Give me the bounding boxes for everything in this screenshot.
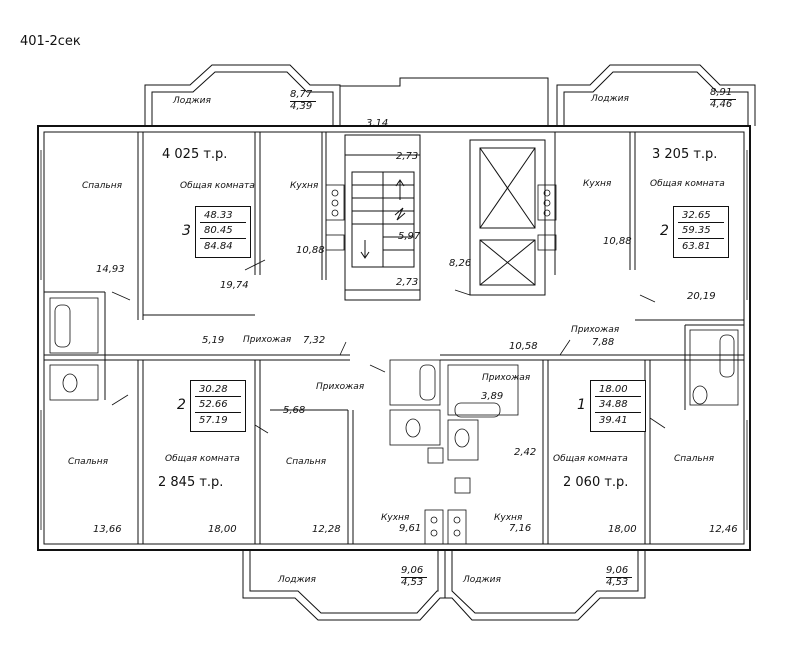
room-count: 2 xyxy=(660,223,669,239)
price-apt-bl: 2 845 т.р. xyxy=(158,475,224,490)
label-hall-center: Прихожая xyxy=(316,382,365,392)
label-bedroom-bl: Спальня xyxy=(68,457,109,467)
label-kitchen-br: Кухня xyxy=(494,513,523,523)
total-area: 59.35 xyxy=(682,225,711,236)
price-apt-br: 2 060 т.р. xyxy=(563,475,629,490)
price-apt-tr: 3 205 т.р. xyxy=(652,147,718,162)
loggia-reduced-area: 4,53 xyxy=(606,577,629,588)
area-3-14: 3,14 xyxy=(366,118,389,129)
interior-walls xyxy=(44,132,744,544)
area-5-97: 5,97 xyxy=(398,231,421,242)
apt-summary-tr: 2 32.65 59.35 63.81 xyxy=(660,206,729,258)
label-bedroom-bc: Спальня xyxy=(286,457,327,467)
outer-walls xyxy=(37,125,751,551)
area-2-73-bottom: 2,73 xyxy=(396,277,419,288)
area-bedroom-tl: 14,93 xyxy=(96,264,125,275)
top-loggia-right xyxy=(556,64,756,126)
room-count: 1 xyxy=(577,397,586,413)
section-title: 401-2сек xyxy=(20,34,81,49)
total-with-loggia: 57.19 xyxy=(199,415,228,426)
area-7-32: 7,32 xyxy=(303,335,326,346)
loggia-area: 9,06 xyxy=(401,565,424,576)
area-living-bl: 18,00 xyxy=(208,524,237,535)
label-loggia-tr: Лоджия xyxy=(591,94,629,104)
label-kitchen-tr: Кухня xyxy=(583,179,612,189)
room-count: 2 xyxy=(177,397,186,413)
area-8-26: 8,26 xyxy=(449,258,472,269)
bathrooms xyxy=(49,297,739,494)
label-bedroom-br: Спальня xyxy=(674,454,715,464)
area-bedroom-br: 12,46 xyxy=(709,524,738,535)
elevator-shafts xyxy=(469,139,546,296)
label-loggia-tl: Лоджия xyxy=(173,96,211,106)
label-kitchen-tl: Кухня xyxy=(290,181,319,191)
area-kitchen-br: 7,16 xyxy=(509,523,532,534)
apt-summary-tl: 3 48.33 80.45 84.84 xyxy=(182,206,251,258)
area-kitchen-bl: 9,61 xyxy=(399,523,422,534)
kitchen-fixtures xyxy=(325,184,557,545)
loggia-area: 9,06 xyxy=(606,565,629,576)
living-area: 30.28 xyxy=(199,384,228,395)
apt-summary-br: 1 18.00 34.88 39.41 xyxy=(577,380,646,432)
label-living-tl: Общая комната xyxy=(180,181,255,191)
area-bedroom-bl: 13,66 xyxy=(93,524,122,535)
label-living-br: Общая комната xyxy=(553,454,628,464)
label-bedroom-tl: Спальня xyxy=(82,181,123,191)
label-loggia-br: Лоджия xyxy=(463,575,501,585)
total-area: 80.45 xyxy=(204,225,233,236)
area-living-tl: 19,74 xyxy=(220,280,249,291)
total-with-loggia: 39.41 xyxy=(599,415,628,426)
area-living-tr: 20,19 xyxy=(687,291,716,302)
total-with-loggia: 63.81 xyxy=(682,241,711,252)
label-loggia-bl: Лоджия xyxy=(278,575,316,585)
area-living-br: 18,00 xyxy=(608,524,637,535)
area-10-58: 10,58 xyxy=(509,341,538,352)
loggia-area: 8,91 xyxy=(710,87,733,98)
total-with-loggia: 84.84 xyxy=(204,241,233,252)
label-living-tr: Общая комната xyxy=(650,179,725,189)
area-3-89: 3,89 xyxy=(481,391,504,402)
loggia-reduced-area: 4,39 xyxy=(290,101,313,112)
living-area: 18.00 xyxy=(599,384,628,395)
doors xyxy=(111,259,666,434)
apt-summary-bl: 2 30.28 52.66 57.19 xyxy=(177,380,246,432)
area-2-73-top: 2,73 xyxy=(396,151,419,162)
windows xyxy=(37,150,751,551)
room-count: 3 xyxy=(182,223,191,239)
living-area: 48.33 xyxy=(204,210,233,221)
bottom-loggia-left xyxy=(242,550,446,621)
area-7-88: 7,88 xyxy=(592,337,615,348)
living-area: 32.65 xyxy=(682,210,711,221)
bottom-loggia-right xyxy=(444,550,646,621)
area-kitchen-tl: 10,88 xyxy=(296,245,325,256)
area-2-42: 2,42 xyxy=(514,447,537,458)
loggia-reduced-area: 4,46 xyxy=(710,99,733,110)
label-kitchen-bl: Кухня xyxy=(381,513,410,523)
label-hall-left: Прихожая xyxy=(243,335,292,345)
price-apt-tl: 4 025 т.р. xyxy=(162,147,228,162)
top-loggia-left xyxy=(144,64,341,126)
loggia-area: 8,77 xyxy=(290,89,313,100)
loggia-reduced-area: 4,53 xyxy=(401,577,424,588)
stair-core xyxy=(339,77,549,301)
area-bedroom-bc: 12,28 xyxy=(312,524,341,535)
label-living-bl: Общая комната xyxy=(165,454,240,464)
total-area: 34.88 xyxy=(599,399,628,410)
label-hall-right: Прихожая xyxy=(571,325,620,335)
area-5-19: 5,19 xyxy=(202,335,225,346)
label-hall-bathroom: Прихожая xyxy=(482,373,531,383)
area-kitchen-tr: 10,88 xyxy=(603,236,632,247)
total-area: 52.66 xyxy=(199,399,228,410)
area-5-68: 5,68 xyxy=(283,405,306,416)
